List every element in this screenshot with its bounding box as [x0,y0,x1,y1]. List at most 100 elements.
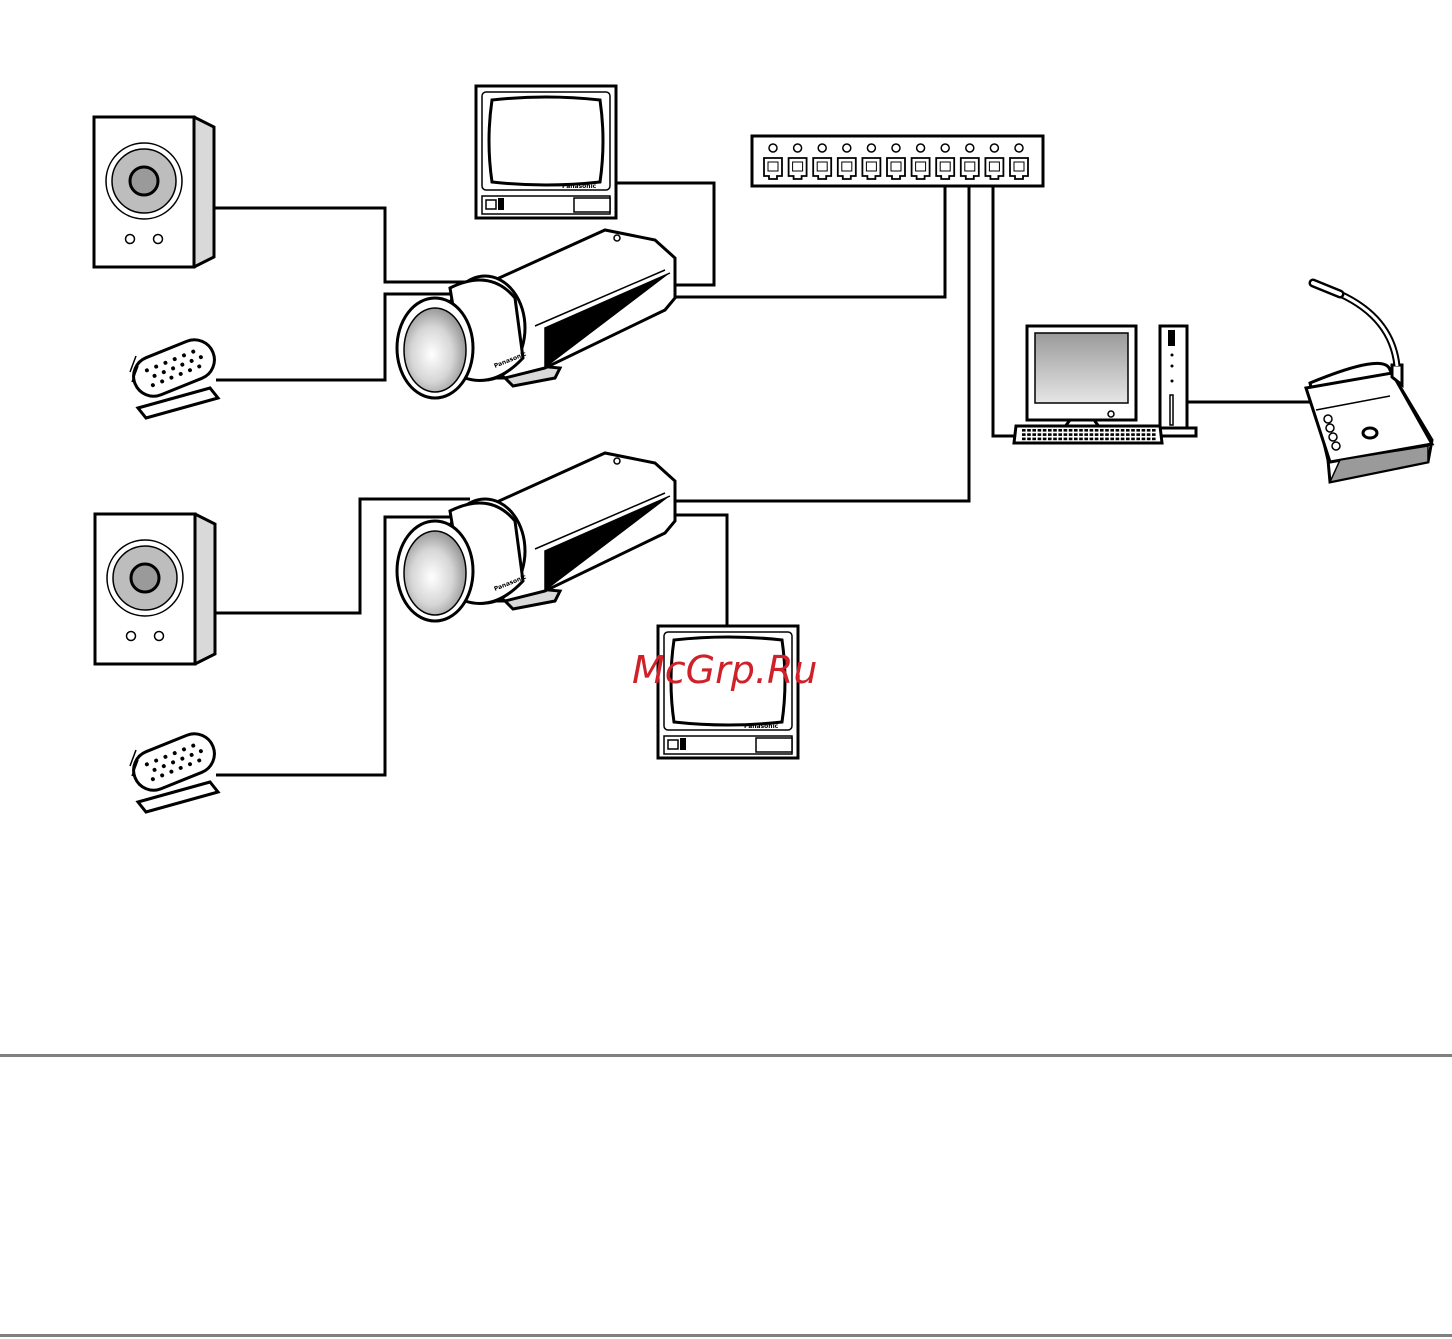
keyboard-key [1038,438,1042,441]
keyboard-key [1136,438,1140,441]
keyboard-key [1147,429,1151,432]
keyboard-key [1038,429,1042,432]
rj45-jack-icon [813,158,831,179]
cable-monitor2-to-camera2 [670,515,727,627]
port-led-icon [892,144,900,152]
keyboard-key [1095,438,1099,441]
cable-speaker1-to-camera1 [214,208,470,282]
video-monitor-1: Panasonic [476,86,616,218]
keyboard-key [1121,429,1125,432]
keyboard-key [1136,429,1140,432]
keyboard-key [1022,433,1026,436]
rj45-jack-icon [764,158,782,179]
keyboard-key [1142,429,1146,432]
keyboard-key [1116,433,1120,436]
keyboard-key [1147,438,1151,441]
keyboard-key [1131,433,1135,436]
rj45-jack-icon [985,158,1003,179]
keyboard-key [1084,429,1088,432]
keyboard-key [1121,438,1125,441]
keyboard-key [1048,429,1052,432]
keyboard-key [1126,438,1130,441]
keyboard-key [1027,438,1031,441]
keyboard-key [1126,433,1130,436]
network-switch [752,136,1043,186]
keyboard-key [1110,429,1114,432]
keyboard-key [1053,438,1057,441]
keyboard-key [1105,438,1109,441]
rj45-jack-icon [912,158,930,179]
rj45-jack-icon [887,158,905,179]
keyboard-key [1058,438,1062,441]
keyboard-key [1090,433,1094,436]
keyboard-key [1074,433,1078,436]
divider-line-top [0,1054,1452,1057]
rj45-jack-icon [838,158,856,179]
keyboard-key [1147,433,1151,436]
microphone-1 [128,334,221,418]
keyboard-key [1058,429,1062,432]
keyboard-key [1048,433,1052,436]
keyboard-key [1152,438,1156,441]
keyboard-key [1100,438,1104,441]
keyboard-key [1064,429,1068,432]
port-led-icon [843,144,851,152]
keyboard-key [1027,433,1031,436]
keyboard-key [1069,438,1073,441]
port-led-icon [941,144,949,152]
keyboard-key [1100,433,1104,436]
keyboard-key [1131,429,1135,432]
keyboard-key [1074,429,1078,432]
keyboard-key [1079,433,1083,436]
cable-pc-to-hub [993,168,1018,436]
keyboard-key [1095,433,1099,436]
network-camera-2: Panasonic [397,453,675,621]
keyboard-key [1038,433,1042,436]
port-led-icon [769,144,777,152]
port-led-icon [1015,144,1023,152]
network-camera-1: Panasonic [397,230,675,398]
keyboard-key [1110,433,1114,436]
keyboard-key [1048,438,1052,441]
keyboard-key [1116,438,1120,441]
keyboard-key [1105,429,1109,432]
keyboard-key [1053,429,1057,432]
rj45-jack-icon [789,158,807,179]
port-led-icon [966,144,974,152]
keyboard-key [1152,429,1156,432]
divider-line-bottom [0,1334,1452,1337]
keyboard-key [1126,429,1130,432]
rj45-jack-icon [936,158,954,179]
keyboard-key [1142,433,1146,436]
keyboard-key [1043,433,1047,436]
keyboard-key [1032,433,1036,436]
keyboard-key [1152,433,1156,436]
keyboard-key [1043,438,1047,441]
keyboard-key [1105,433,1109,436]
rj45-jack-icon [1010,158,1028,179]
personal-computer [1014,326,1196,443]
keyboard-key [1058,433,1062,436]
video-monitor-2: Panasonic [658,626,798,758]
keyboard-key [1142,438,1146,441]
keyboard-key [1084,438,1088,441]
keyboard-key [1079,429,1083,432]
keyboard-key [1064,433,1068,436]
keyboard-key [1022,429,1026,432]
keyboard-key [1043,429,1047,432]
keyboard-key [1131,438,1135,441]
pc-screen [1035,333,1128,403]
rj45-jack-icon [862,158,880,179]
port-led-icon [794,144,802,152]
keyboard-key [1110,438,1114,441]
keyboard-key [1121,433,1125,436]
keyboard-key [1084,433,1088,436]
monitor-brand-label: Panasonic [744,723,779,730]
speaker-2 [95,514,215,664]
keyboard-key [1053,433,1057,436]
monitor-brand-label: Panasonic [562,183,597,190]
keyboard-key [1069,433,1073,436]
port-led-icon [867,144,875,152]
keyboard-key [1027,429,1031,432]
